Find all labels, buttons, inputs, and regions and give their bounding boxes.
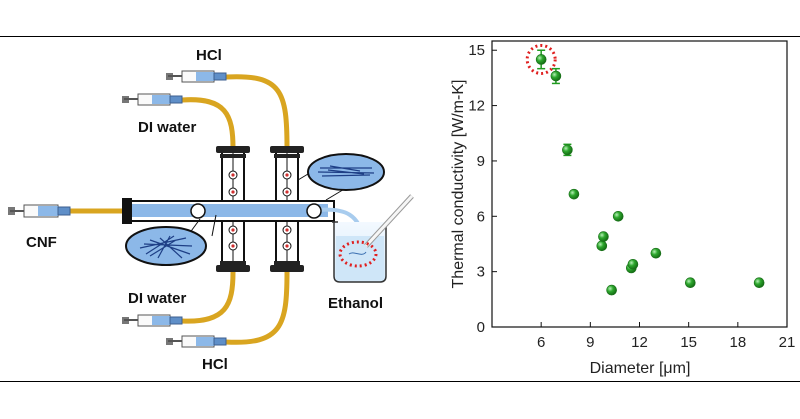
label-di-water-top: DI water (138, 119, 197, 136)
data-points (525, 43, 765, 296)
bottom-rule (0, 381, 800, 382)
y-tick-label: 15 (468, 42, 485, 59)
y-tick-label: 9 (477, 153, 485, 170)
scatter-chart: 0 3 6 9 12 15 6 9 12 15 18 21 Diameter [μm] Therma… (450, 40, 795, 377)
label-di-water-bottom: DI water (128, 290, 187, 307)
syringe-di-water-bottom (122, 314, 183, 327)
y-tick-label: 6 (477, 208, 485, 225)
x-tick-label: 15 (680, 334, 697, 351)
syringe-hcl-top (166, 70, 227, 83)
x-axis-title: Diameter [μm] (590, 360, 691, 377)
top-rule (0, 36, 800, 37)
x-tick-label: 12 (631, 334, 648, 351)
syringe-di-water-top (122, 93, 183, 106)
syringe-cnf (8, 204, 71, 218)
data-point (753, 277, 765, 289)
tube-di-water-bottom (179, 269, 236, 324)
label-hcl-top: HCl (196, 47, 222, 64)
roller-right (306, 203, 322, 219)
label-cnf: CNF (26, 234, 57, 251)
beaker-highlight-circle (338, 240, 378, 268)
x-tick-label: 18 (729, 334, 746, 351)
main-channel (122, 198, 335, 224)
y-tick-label: 12 (468, 98, 485, 115)
data-point (627, 258, 639, 270)
data-point (562, 144, 573, 156)
tube-di-water-top (179, 97, 236, 151)
syringe-hcl-bottom (166, 335, 227, 348)
x-tick-label: 21 (779, 334, 796, 351)
channel-valves (228, 170, 292, 251)
ethanol-beaker (332, 194, 414, 283)
roller-left (190, 203, 206, 219)
tube-hcl-top (223, 74, 290, 151)
label-ethanol: Ethanol (328, 295, 383, 312)
x-axis-ticks: 6 9 12 15 18 21 (537, 322, 795, 351)
y-tick-label: 3 (477, 264, 485, 281)
x-tick-label: 6 (537, 334, 545, 351)
feed-tubes (67, 74, 290, 345)
highlight-circle (525, 43, 557, 75)
y-axis-title: Thermal conductivity [W/m-K] (450, 80, 467, 289)
data-point (606, 284, 617, 296)
tube-hcl-bottom (223, 269, 290, 345)
zoom-random-fibers (125, 214, 217, 266)
data-point (535, 54, 547, 65)
microfluidic-diagram: HCl DI water CNF DI water HCl Ethanol (8, 47, 414, 373)
data-point (596, 240, 608, 252)
data-point (650, 247, 662, 259)
channel-clamps (216, 146, 304, 272)
data-point (550, 70, 562, 82)
plot-frame (491, 40, 788, 328)
label-hcl-bottom: HCl (202, 356, 228, 373)
data-point (685, 277, 696, 289)
zoom-aligned-fibers (297, 153, 385, 201)
x-tick-label: 9 (586, 334, 594, 351)
y-tick-label: 0 (477, 319, 485, 336)
data-point (568, 188, 580, 200)
data-point (612, 210, 624, 222)
y-axis-ticks: 0 3 6 9 12 15 (468, 42, 497, 336)
data-point (598, 231, 609, 242)
